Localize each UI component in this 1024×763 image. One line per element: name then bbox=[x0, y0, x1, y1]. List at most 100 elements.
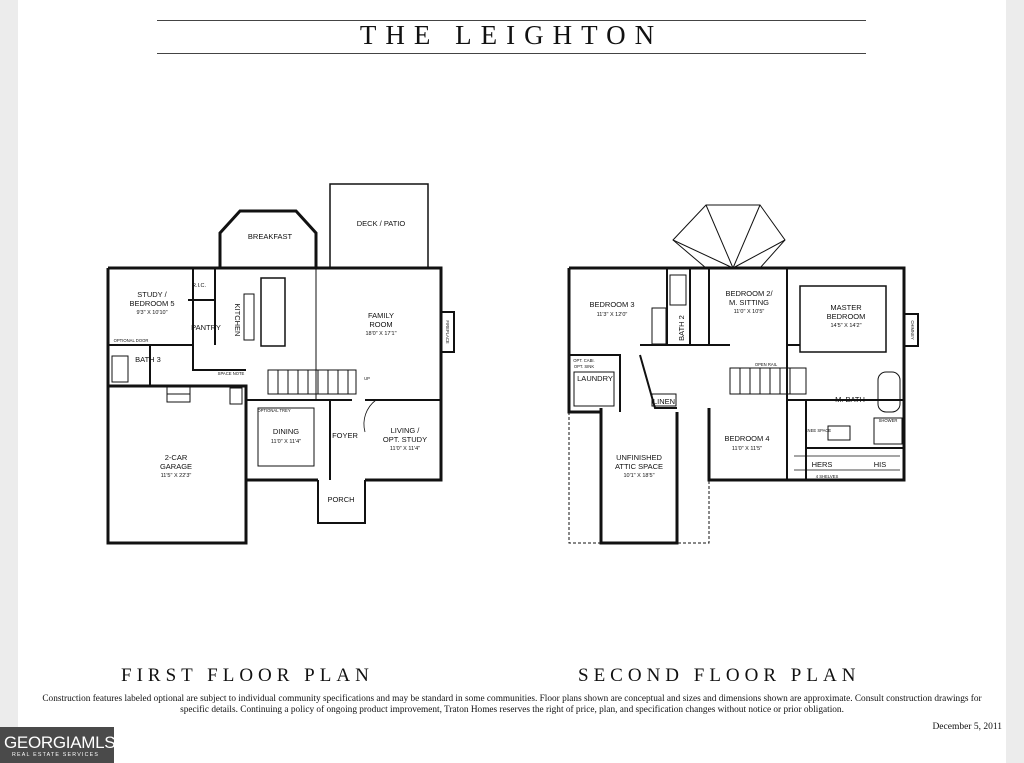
label-living-1: LIVING / bbox=[391, 426, 421, 435]
label-living-dim: 11'0" X 11'4" bbox=[390, 446, 420, 452]
label-opt-sink: OPT. SINK bbox=[574, 364, 594, 369]
water-heater bbox=[229, 387, 243, 405]
chimney-box bbox=[904, 313, 919, 347]
first-floor-exterior-wall bbox=[106, 266, 443, 545]
label-porch: PORCH bbox=[327, 495, 354, 504]
label-kitchen: KITCHEN bbox=[233, 304, 242, 337]
label-ric: R.I.C. bbox=[192, 283, 207, 289]
first-floor-plan bbox=[106, 183, 455, 545]
label-laundry: LAUNDRY bbox=[577, 374, 613, 383]
label-master-1: MASTER bbox=[830, 303, 862, 312]
second-floor-heading: SECOND FLOOR PLAN bbox=[578, 665, 861, 686]
label-chimney: CHIMNEY bbox=[910, 320, 915, 340]
label-bath2: BATH 2 bbox=[677, 315, 686, 341]
label-bedroom2-dim: 11'0" X 10'5" bbox=[734, 309, 765, 315]
bath2-tub bbox=[669, 274, 687, 306]
fireplace-box bbox=[441, 311, 455, 353]
kitchen-counter bbox=[243, 293, 255, 341]
laundry-area bbox=[573, 371, 615, 407]
master-vanity bbox=[827, 425, 851, 441]
label-linen: LINEN bbox=[653, 397, 675, 406]
label-deck: DECK / PATIO bbox=[357, 219, 406, 228]
title-rule-bottom bbox=[157, 53, 866, 54]
bay-roof bbox=[672, 204, 786, 269]
label-bath3: BATH 3 bbox=[135, 355, 161, 364]
garage-steps bbox=[166, 386, 191, 403]
title-rule-top bbox=[157, 20, 866, 21]
mbath-walls bbox=[805, 400, 904, 480]
second-floor-labels: BEDROOM 3 11'3" X 12'0" BATH 2 BEDROOM 2… bbox=[573, 289, 915, 479]
dining-foyer-walls bbox=[246, 399, 441, 480]
bath2-vanity bbox=[651, 307, 667, 345]
label-foyer: FOYER bbox=[332, 431, 358, 440]
label-bedroom3: BEDROOM 3 bbox=[589, 300, 634, 309]
label-garage-2: GARAGE bbox=[160, 462, 192, 471]
label-hers: HERS bbox=[812, 460, 833, 469]
label-bedroom3-dim: 11'3" X 12'0" bbox=[597, 312, 628, 318]
upper-bedroom-walls bbox=[640, 268, 800, 400]
label-optional-door: OPTIONAL DOOR bbox=[114, 338, 149, 343]
label-shelves: 4 SHELVES bbox=[816, 474, 839, 479]
plan-sheet bbox=[18, 0, 1006, 763]
kitchen-island bbox=[260, 277, 286, 347]
plan-title: THE LEIGHTON bbox=[359, 20, 664, 50]
label-dining: DINING bbox=[273, 427, 299, 436]
deck-outline bbox=[329, 183, 429, 268]
watermark-sub-text: REAL ESTATE SERVICES bbox=[12, 752, 100, 758]
master-tray-outline bbox=[799, 285, 887, 353]
bath3-tub bbox=[111, 355, 129, 383]
second-floor-plan bbox=[567, 204, 919, 545]
first-floor-stairs bbox=[267, 369, 357, 395]
closet-shelves bbox=[794, 455, 900, 471]
porch-outline bbox=[317, 480, 366, 524]
label-up: UP bbox=[364, 376, 370, 381]
label-master-dim: 14'5" X 14'2" bbox=[830, 323, 861, 329]
second-floor-stairs bbox=[729, 367, 807, 395]
label-master-2: BEDROOM bbox=[827, 312, 866, 321]
label-knee-space: KNEE SPACE bbox=[805, 428, 832, 433]
label-living-2: OPT. STUDY bbox=[383, 435, 427, 444]
label-bedroom2-1: BEDROOM 2/ bbox=[725, 289, 773, 298]
label-family-1: FAMILY bbox=[368, 311, 394, 320]
label-space-note: SPACE NOTE bbox=[218, 371, 245, 376]
label-attic-2: ATTIC SPACE bbox=[615, 462, 663, 471]
first-floor-labels: DECK / PATIO BREAKFAST R.I.C. STUDY / BE… bbox=[114, 219, 450, 504]
label-breakfast: BREAKFAST bbox=[248, 232, 293, 241]
label-shower: SHOWER bbox=[879, 418, 898, 423]
linen-closet bbox=[651, 393, 677, 407]
label-bedroom4-dim: 11'0" X 11'5" bbox=[732, 446, 762, 452]
label-study-2: BEDROOM 5 bbox=[129, 299, 174, 308]
label-bedroom4: BEDROOM 4 bbox=[724, 434, 769, 443]
label-garage-dim: 11'5" X 22'3" bbox=[161, 473, 192, 479]
disclaimer-text: Construction features labeled optional a… bbox=[42, 694, 982, 715]
label-study-1: STUDY / bbox=[137, 290, 167, 299]
label-fireplace: FIREPLACE bbox=[445, 320, 450, 343]
living-door-swing bbox=[363, 399, 377, 433]
plan-date: December 5, 2011 bbox=[932, 722, 1002, 732]
label-study-dim: 9'3" X 10'10" bbox=[136, 310, 167, 316]
label-bedroom2-2: M. SITTING bbox=[729, 298, 769, 307]
label-opt-cabinet: OPT. CABI. bbox=[573, 358, 594, 363]
label-garage-1: 2-CAR bbox=[165, 453, 188, 462]
label-pantry: PANTRY bbox=[191, 323, 221, 332]
label-attic-dim: 10'1" X 18'5" bbox=[623, 473, 654, 479]
breakfast-bay-wall bbox=[218, 209, 318, 268]
label-his: HIS bbox=[874, 460, 887, 469]
label-attic-1: UNFINISHED bbox=[616, 453, 662, 462]
master-shower bbox=[873, 417, 903, 445]
label-mbath: M. BATH bbox=[835, 395, 865, 404]
optional-trey-outline bbox=[257, 407, 315, 467]
hall-walls bbox=[569, 354, 904, 481]
watermark-main-text: GEORGIAMLS bbox=[4, 733, 116, 752]
garage-wall bbox=[108, 384, 248, 480]
label-family-2: ROOM bbox=[369, 320, 392, 329]
label-optional-trey: OPTIONAL TREY bbox=[257, 408, 290, 413]
master-tub bbox=[877, 371, 901, 413]
study-bath-walls bbox=[108, 268, 246, 386]
georgiamls-watermark: GEORGIAMLS REAL ESTATE SERVICES bbox=[0, 727, 116, 763]
label-dining-dim: 11'0" X 11'4" bbox=[271, 439, 301, 445]
label-open-rail: OPEN RAIL bbox=[755, 362, 778, 367]
label-family-dim: 18'0" X 17'1" bbox=[365, 331, 396, 337]
first-floor-heading: FIRST FLOOR PLAN bbox=[121, 665, 374, 686]
